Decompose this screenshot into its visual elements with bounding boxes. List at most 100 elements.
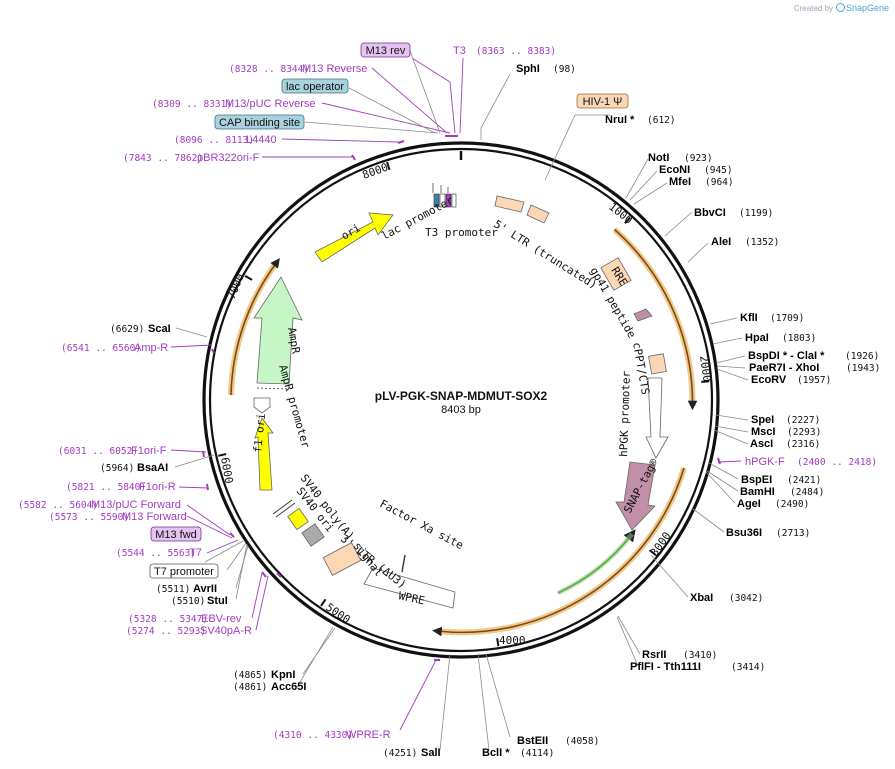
- feature-green-cds-glow: [556, 532, 634, 596]
- tick-mark-2000: [701, 380, 710, 383]
- tick-mark-6000: [218, 453, 227, 457]
- tick-label-5000: 5000: [323, 601, 352, 627]
- enzyme-acc65i-pos: (4861): [233, 682, 267, 693]
- enzyme-kfli: KflI: [740, 312, 758, 324]
- box-m13-rev: [360, 42, 411, 58]
- tick-mark-7000: [244, 275, 253, 281]
- enzyme-mfei-pos: (964): [705, 177, 734, 188]
- enzyme-bspei-pos: (2421): [787, 475, 821, 486]
- label-ampr-promoter: AmpR promoter: [276, 363, 312, 450]
- enzyme-bspdi-clai-pos: (1926): [845, 351, 879, 362]
- enzyme-rsrii-pos: (3410): [683, 650, 717, 661]
- enzyme-agei: AgeI: [737, 498, 761, 510]
- label-ori: ori: [339, 221, 363, 242]
- tick-label-7000: 7000: [225, 272, 247, 301]
- primer-hpgk-f-range: (2400 .. 2418): [797, 457, 877, 468]
- track-lentiviral-right-core: [613, 228, 698, 411]
- feature-lac-box-1: [433, 193, 440, 208]
- enzyme-paer7i-xhoi-pos: (1943): [846, 363, 880, 374]
- box-hiv1-psi: [576, 93, 629, 109]
- enzyme-avrii: AvrII: [193, 583, 217, 595]
- tick-mark-4000: [496, 638, 500, 647]
- enzyme-bbvci-pos: (1199): [739, 208, 773, 219]
- enzyme-rsrii: RsrII: [642, 649, 666, 661]
- enzyme-ecorv: EcoRV: [751, 374, 787, 386]
- enzyme-pflfi-tth111i: PflFI - Tth111I: [630, 661, 701, 673]
- enzyme-scai-pos: (6629): [110, 324, 144, 335]
- enzyme-paer7i-xhoi: PaeR7I - XhoI: [749, 362, 819, 374]
- feature-ampr-promoter-arrow: [253, 397, 271, 414]
- bp-ticks: [218, 151, 710, 647]
- box-m13-fwd-text: M13 fwd: [155, 529, 197, 541]
- enzyme-econi-pos: (945): [704, 165, 733, 176]
- enzyme-bsteii-pos: (4058): [565, 736, 599, 747]
- watermark-created-by: Created by: [793, 4, 833, 13]
- enzyme-noti-pos: (923): [684, 153, 713, 164]
- plasmid-length: 8403 bp: [441, 404, 481, 416]
- feature-5ltr-box-1: [494, 195, 525, 213]
- enzyme-bspei: BspEI: [741, 474, 772, 486]
- primer-binding-marks: [202, 135, 721, 661]
- enzyme-bcli-pos: (4114): [520, 748, 554, 759]
- label-5ltr: 5' LTR (truncated): [491, 218, 599, 292]
- feature-ori-arrow: [314, 212, 394, 263]
- feature-wpre-box: [363, 567, 456, 609]
- primer-ebv-rev-range: (5328 .. 5347): [128, 614, 208, 625]
- enzyme-nrui: NruI *: [605, 114, 635, 126]
- primer-wpre-r-range: (4310 .. 4330): [273, 730, 353, 741]
- feature-green-cds: [557, 529, 636, 594]
- enzyme-sali: SalI: [421, 747, 441, 759]
- primer-t3-range: (8363 .. 8383): [476, 46, 556, 57]
- enzyme-bbvci: BbvCI: [694, 207, 726, 219]
- primer-sv40pa-r-range: (5274 .. 5293): [126, 626, 206, 637]
- enzyme-kpni-pos: (4865): [233, 670, 267, 681]
- primer-pbr322ori-f-range: (7843 .. 7862): [123, 153, 203, 164]
- enzyme-bsu36i: Bsu36I: [726, 527, 762, 539]
- plasmid-name: pLV-PGK-SNAP-MDMUT-SOX2: [375, 389, 548, 403]
- enzyme-alei-pos: (1352): [745, 237, 779, 248]
- enzyme-leader-lines: [174, 73, 749, 751]
- enzyme-asci: AscI: [750, 438, 773, 450]
- primer-m13-reverse-range: (8328 .. 8344): [229, 64, 309, 75]
- snapgene-logo-icon: [835, 3, 845, 12]
- enzyme-xbai-pos: (3042): [729, 593, 763, 604]
- enzyme-spei: SpeI: [751, 414, 774, 426]
- primer-t3: T3: [453, 45, 466, 57]
- enzyme-bamhi: BamHI: [740, 486, 775, 498]
- enzyme-econi: EcoNI: [659, 164, 690, 176]
- enzyme-sali-pos: (4251): [383, 748, 417, 759]
- primer-t7: T7: [189, 547, 202, 559]
- box-lac-operator: [281, 78, 349, 94]
- tick-mark-3000: [648, 549, 657, 556]
- tick-mark-1000: [624, 216, 632, 224]
- box-t7-promoter-text: T7 promoter: [154, 566, 214, 578]
- tick-mark-8000: [386, 161, 391, 171]
- label-hpgk: hPGK promoter: [617, 370, 633, 457]
- enzyme-bsaai: BsaAI: [137, 462, 168, 474]
- enzyme-nrui-pos: (612): [647, 115, 676, 126]
- enzyme-bamhi-pos: (2484): [790, 487, 824, 498]
- backbone-outer-strand: [202, 141, 720, 659]
- enzyme-asci-pos: (2316): [786, 439, 820, 450]
- label-wpre: WPRE: [397, 589, 426, 607]
- track-left-core: [230, 258, 280, 396]
- enzyme-scai: ScaI: [148, 323, 171, 335]
- primer-labels: T3 (8363 .. 8383) (8328 .. 8344) M13 Rev…: [18, 45, 877, 741]
- feature-f1ori-arrow: [254, 417, 274, 491]
- label-cppt: cPPT/CTS: [630, 341, 652, 395]
- tick-mark-5000: [320, 598, 327, 607]
- enzyme-labels: SphI (98) NruI * (612) NotI (923) EcoNI …: [100, 63, 880, 759]
- primer-m13-forward-range: (5573 .. 5590): [49, 512, 129, 523]
- backbone-inner-strand: [208, 147, 714, 653]
- primer-m13puc-forward-range: (5582 .. 5604): [18, 500, 98, 511]
- enzyme-bsu36i-pos: (2713): [776, 528, 810, 539]
- feature-rre-box: [600, 257, 632, 291]
- orange-tracks: [228, 227, 698, 637]
- feature-snap-tag-arrow: [615, 461, 656, 531]
- enzyme-hpai: HpaI: [745, 332, 769, 344]
- feature-hpgk-promoter-arrow: [645, 377, 669, 459]
- enzyme-bspdi-clai: BspDI * - ClaI *: [748, 350, 825, 362]
- feature-sv40-polya-box: [301, 523, 325, 547]
- feature-lac-box-2: [439, 193, 446, 208]
